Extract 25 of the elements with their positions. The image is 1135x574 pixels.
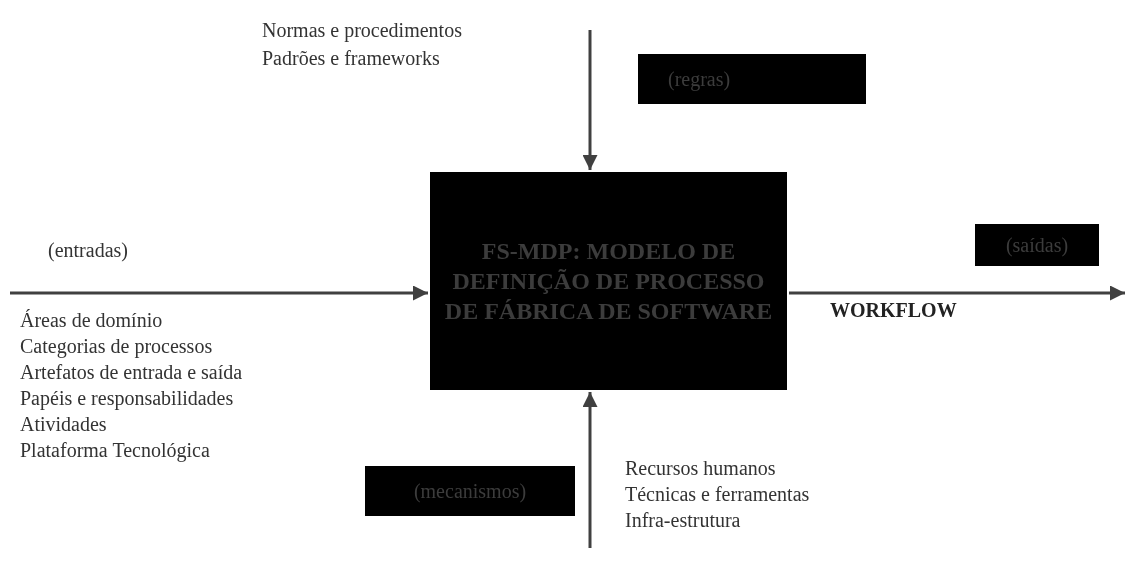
- text-label: Infra-estrutura: [625, 508, 741, 532]
- tag-box: [638, 54, 866, 104]
- arrow: [10, 285, 428, 301]
- tag-box: [975, 224, 1099, 266]
- tag-label: (saídas): [1005, 233, 1069, 257]
- text-label: Atividades: [20, 412, 107, 436]
- function-title: FS-MDP: MODELO DE DEFINIÇÃO DE PROCESSO DE FÁBRICA DE SOFTWARE: [443, 237, 774, 326]
- arrow: [582, 392, 598, 548]
- arrow: [582, 30, 598, 170]
- text-label: Padrões e frameworks: [262, 46, 440, 70]
- text-label: Normas e procedimentos: [262, 18, 462, 42]
- text-label: Técnicas e ferramentas: [625, 482, 810, 506]
- text-label: (entradas): [48, 238, 128, 262]
- tag-box: [365, 466, 575, 516]
- text-label: Recursos humanos: [625, 456, 776, 480]
- text-label: WORKFLOW: [830, 298, 957, 322]
- arrow: [789, 285, 1125, 301]
- text-label: Categorias de processos: [20, 334, 213, 358]
- text-label: Áreas de domínio: [20, 308, 163, 332]
- function-box: [430, 172, 787, 390]
- text-label: Plataforma Tecnológica: [20, 438, 210, 462]
- tag-label: (regras): [668, 67, 731, 91]
- text-label: Papéis e responsabilidades: [20, 386, 234, 410]
- text-label: Artefatos de entrada e saída: [20, 360, 243, 384]
- tag-label: (mecanismos): [413, 479, 527, 503]
